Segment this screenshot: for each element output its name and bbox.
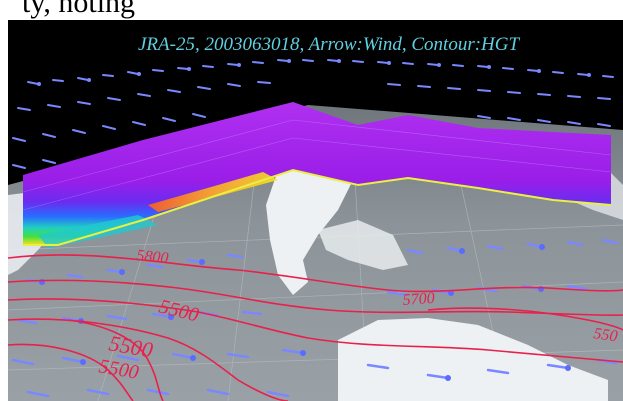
cross-section-curtain <box>23 102 611 245</box>
curtain-base-line <box>23 168 612 246</box>
land-peninsula <box>266 148 353 295</box>
visualization-render: 5800 5500 5500 5500 5700 550 JRA-25, 200… <box>8 20 623 401</box>
contour-label: 5800 <box>136 247 170 267</box>
contour-label: 550 <box>592 325 618 345</box>
curtain-warm-band <box>148 172 278 212</box>
contour-label: 5700 <box>402 290 435 309</box>
hgt-contours <box>8 254 623 401</box>
land-south <box>338 318 608 401</box>
curtain-grid <box>22 119 612 211</box>
wind-arrows-terrain <box>11 238 619 398</box>
curtain-cool-band <box>38 215 158 248</box>
wind-arrow-heads-sky <box>37 59 591 86</box>
visualization-canvas: 5800 5500 5500 5500 5700 550 JRA-25, 200… <box>8 20 623 401</box>
caption-fragment: ty, noting <box>22 0 136 19</box>
wind-arrows-sky <box>12 59 614 169</box>
land-island <box>318 220 408 270</box>
visualization-title: JRA-25, 2003063018, Arrow:Wind, Contour:… <box>138 34 520 55</box>
